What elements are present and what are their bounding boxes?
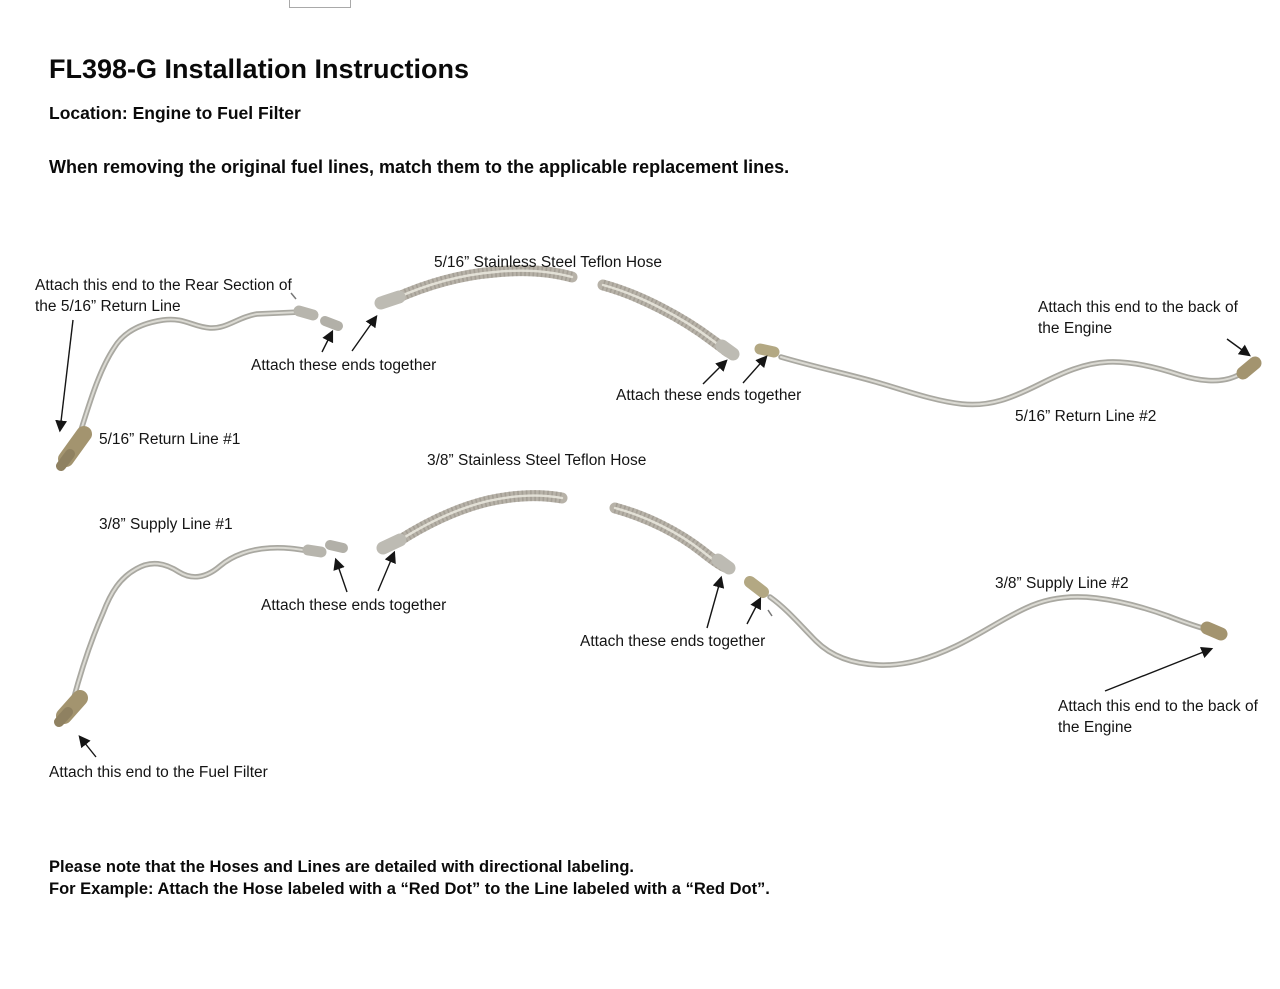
arrow-attach-top-right-a	[702, 359, 728, 385]
return-line-1-fitting	[56, 305, 343, 471]
hose-direction-mark	[767, 609, 773, 617]
arrow-to-engine-bottom	[1104, 646, 1214, 692]
hose-516-label: 5/16” Stainless Steel Teflon Hose	[434, 254, 663, 271]
arrow-attach-bottom-right-a	[706, 575, 725, 629]
arrow-attach-top-left-a	[321, 329, 334, 353]
annotation-arrows	[55, 315, 1251, 758]
arrow-attach-bottom-right-b	[746, 596, 762, 625]
attach-ends-bottom-right-callout: Attach these ends together	[580, 633, 766, 650]
hose-direction-mark	[290, 292, 297, 300]
teflon-hose-516	[374, 265, 740, 361]
supply-line-1-fitting	[54, 540, 348, 727]
attach-ends-top-right-callout: Attach these ends together	[616, 387, 802, 404]
arrow-to-fuel-filter	[78, 735, 97, 758]
location-subheading: Location: Engine to Fuel Filter	[49, 103, 301, 123]
intro-instruction: When removing the original fuel lines, m…	[49, 157, 790, 177]
engine-callout-bottom: Attach this end to the back of the Engin…	[1058, 698, 1258, 736]
arrow-attach-top-right-b	[742, 355, 768, 384]
arrow-to-rear-section-fitting	[55, 319, 74, 433]
supply-line-1-label: 3/8” Supply Line #1	[99, 516, 233, 533]
red-dot-example-note: For Example: Attach the Hose labeled wit…	[49, 880, 770, 898]
hose-38-label: 3/8” Stainless Steel Teflon Hose	[427, 452, 647, 469]
engine-callout-top: Attach this end to the back of the Engin…	[1038, 299, 1238, 337]
directional-labeling-note: Please note that the Hoses and Lines are…	[49, 858, 634, 876]
supply-line-1-tube	[70, 545, 313, 704]
supply-line-2-label: 3/8” Supply Line #2	[995, 575, 1129, 592]
supply-line-2-tube	[744, 576, 1228, 668]
attach-ends-bottom-left-callout: Attach these ends together	[261, 597, 447, 614]
return-line-2-tube	[754, 343, 1262, 408]
arrow-attach-bottom-left-a	[333, 557, 348, 593]
teflon-hose-38	[376, 490, 736, 575]
fuel-filter-callout: Attach this end to the Fuel Filter	[49, 764, 268, 781]
return-line-1-label: 5/16” Return Line #1	[99, 431, 241, 448]
rear-section-callout: Attach this end to the Rear Section of t…	[35, 277, 292, 315]
return-line-1-tube	[73, 309, 303, 449]
attach-ends-top-left-callout: Attach these ends together	[251, 357, 437, 374]
return-line-2-label: 5/16” Return Line #2	[1015, 408, 1157, 425]
arrow-attach-top-left-b	[351, 315, 378, 352]
page-title: FL398-G Installation Instructions	[49, 54, 470, 84]
arrow-attach-bottom-left-b	[377, 550, 396, 592]
arrow-to-engine-top	[1226, 338, 1251, 357]
cropped-image-border	[289, 0, 351, 8]
